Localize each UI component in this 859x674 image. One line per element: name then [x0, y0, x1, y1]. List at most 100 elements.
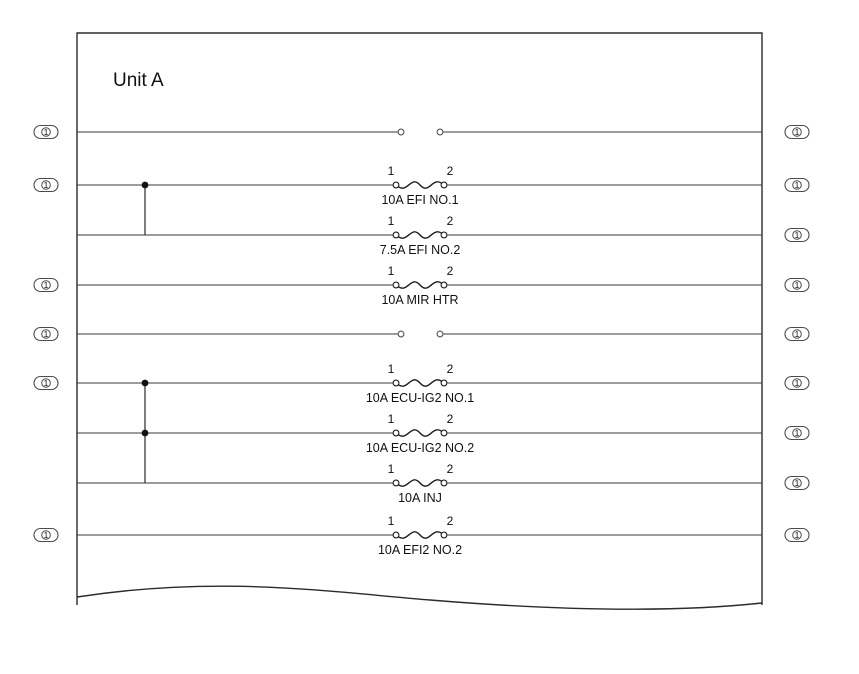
badge-inner-ring [792, 230, 802, 240]
badge-inner-ring [41, 280, 51, 290]
badge-inner-ring [41, 530, 51, 540]
fuse-element-symbol [395, 281, 445, 289]
badge-inner-ring [41, 180, 51, 190]
badge-label: 1 [795, 329, 800, 339]
circuit-row [77, 330, 762, 338]
badge-label: 1 [44, 180, 49, 190]
badge-inner-ring [792, 180, 802, 190]
badge-label: 1 [795, 530, 800, 540]
unit-title: Unit A [113, 70, 164, 91]
fuse-terminal-2 [440, 231, 448, 239]
fuse-rating-label: 10A INJ [398, 491, 442, 505]
junction-node [141, 379, 149, 387]
badge-inner-ring [792, 329, 802, 339]
torn-edge-break-line [76, 585, 763, 610]
badge-outline [784, 425, 810, 441]
connector-badge-right-1[interactable]: 1 [784, 124, 810, 140]
badge-inner-ring [792, 378, 802, 388]
badge-label: 1 [795, 127, 800, 137]
connector-badge-left-2[interactable]: 1 [33, 177, 59, 193]
badge-label: 1 [795, 230, 800, 240]
badge-inner-ring [792, 530, 802, 540]
connector-badge-left-4[interactable]: 1 [33, 277, 59, 293]
badge-label: 1 [44, 280, 49, 290]
fuse-terminal-1-label: 1 [388, 362, 395, 376]
badge-outline [784, 124, 810, 140]
fuse-terminal-1 [392, 281, 400, 289]
badge-label: 1 [795, 428, 800, 438]
fuse-element-symbol [395, 531, 445, 539]
open-terminal-right [436, 330, 444, 338]
fuse-terminal-2 [440, 531, 448, 539]
fuse-terminal-2-label: 2 [447, 214, 454, 228]
badge-label: 1 [795, 180, 800, 190]
open-terminal-left [397, 128, 405, 136]
open-terminal-left [397, 330, 405, 338]
connector-badge-left-5[interactable]: 1 [33, 326, 59, 342]
fuse-terminal-1-label: 1 [388, 514, 395, 528]
badge-outline [33, 177, 59, 193]
fuse-rating-label: 7.5A EFI NO.2 [380, 243, 461, 257]
fuse-terminal-2-label: 2 [447, 412, 454, 426]
fuse-rating-label: 10A EFI2 NO.2 [378, 543, 462, 557]
connector-badge-right-5[interactable]: 1 [784, 326, 810, 342]
badge-outline [33, 326, 59, 342]
fuse-terminal-1 [392, 429, 400, 437]
connector-badge-right-9[interactable]: 1 [784, 527, 810, 543]
connector-badge-right-4[interactable]: 1 [784, 277, 810, 293]
open-terminal-right [436, 128, 444, 136]
badge-outline [784, 475, 810, 491]
badge-outline [33, 527, 59, 543]
fuse-element-symbol [395, 379, 445, 387]
fuse-element-symbol [395, 181, 445, 189]
junction-node [141, 181, 149, 189]
badge-inner-ring [792, 478, 802, 488]
badge-outline [784, 277, 810, 293]
connector-badge-right-7[interactable]: 1 [784, 425, 810, 441]
fuse-terminal-1 [392, 531, 400, 539]
connector-badge-right-3[interactable]: 1 [784, 227, 810, 243]
fuse-terminal-2 [440, 429, 448, 437]
fuse-terminal-2 [440, 479, 448, 487]
fuse-terminal-1 [392, 181, 400, 189]
badge-inner-ring [41, 127, 51, 137]
badge-label: 1 [44, 378, 49, 388]
fuse-terminal-1 [392, 379, 400, 387]
fuse-rating-label: 10A EFI NO.1 [381, 193, 458, 207]
fuse-terminal-2 [440, 281, 448, 289]
circuit-row: 1 2 10A INJ [77, 462, 762, 505]
fuse-rating-label: 10A MIR HTR [381, 293, 458, 307]
connector-badge-left-9[interactable]: 1 [33, 527, 59, 543]
fuse-terminal-1-label: 1 [388, 412, 395, 426]
badge-outline [784, 527, 810, 543]
connector-badge-left-6[interactable]: 1 [33, 375, 59, 391]
connector-badge-right-8[interactable]: 1 [784, 475, 810, 491]
connector-badge-left-1[interactable]: 1 [33, 124, 59, 140]
fuse-element-symbol [395, 231, 445, 239]
connector-badge-layer: 1 1 1 1 1 1 1 1 1 1 1 1 1 1 1 [33, 124, 810, 543]
fuse-rating-label: 10A ECU-IG2 NO.2 [366, 441, 474, 455]
fuse-terminal-2-label: 2 [447, 164, 454, 178]
unit-box-frame [76, 32, 763, 605]
badge-inner-ring [792, 127, 802, 137]
badge-label: 1 [795, 280, 800, 290]
fuse-terminal-2-label: 2 [447, 462, 454, 476]
connector-badge-right-2[interactable]: 1 [784, 177, 810, 193]
badge-label: 1 [44, 127, 49, 137]
fuse-terminal-2 [440, 181, 448, 189]
badge-label: 1 [44, 329, 49, 339]
connector-badge-right-6[interactable]: 1 [784, 375, 810, 391]
fuse-terminal-1-label: 1 [388, 462, 395, 476]
fuse-element-symbol [395, 479, 445, 487]
badge-outline [784, 375, 810, 391]
fuse-terminal-1-label: 1 [388, 264, 395, 278]
badge-outline [33, 277, 59, 293]
